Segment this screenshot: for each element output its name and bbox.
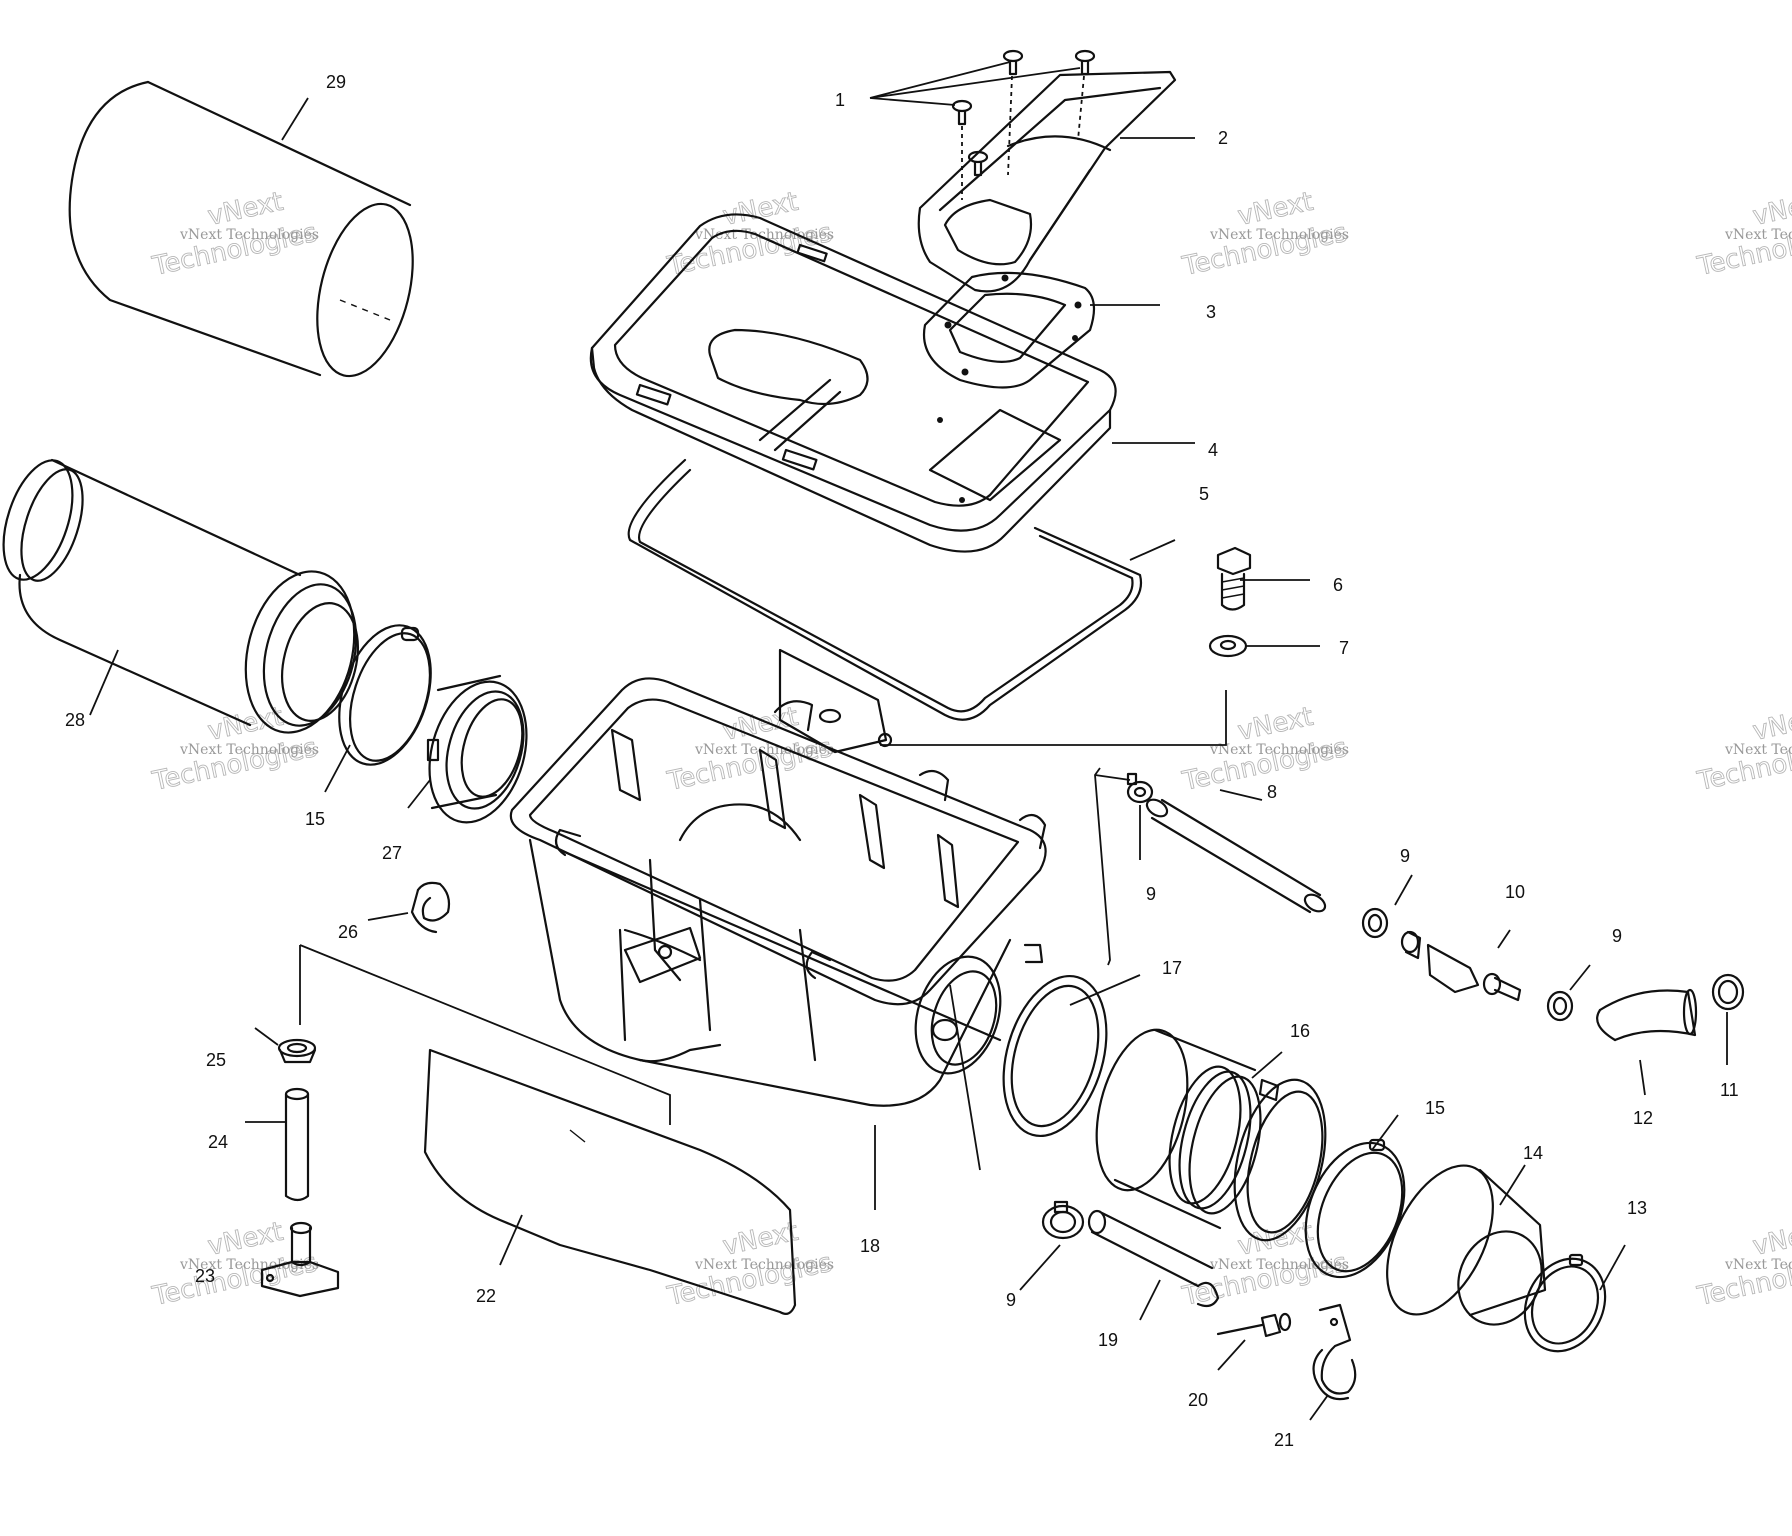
watermark-bottom-edge: vNext Technologies Technologies vNext xyxy=(1694,1216,1792,1312)
callout-13: 13 xyxy=(1627,1198,1647,1218)
callout-labels: 1 2 3 4 5 6 7 8 9 9 9 9 10 11 12 13 14 1… xyxy=(65,72,1739,1450)
callout-4: 4 xyxy=(1208,440,1218,460)
watermark-top-right: vNext Technologies Technologies vNext xyxy=(1179,186,1350,282)
part-17-o-ring xyxy=(1002,974,1108,1138)
watermark-top-center: vNext Technologies Technologies vNext xyxy=(664,186,835,282)
callout-23: 23 xyxy=(195,1266,215,1286)
callout-9-lower: 9 xyxy=(1006,1290,1016,1310)
part-20-rivet xyxy=(1216,1312,1292,1338)
part-9-clamp-b xyxy=(1361,907,1389,939)
watermark-text: vNext Technologies xyxy=(1724,742,1792,758)
watermark-text: vNext Technologies xyxy=(179,1257,319,1273)
watermark-text: vNext Technologies xyxy=(179,227,319,243)
callout-21: 21 xyxy=(1274,1430,1294,1450)
part-22-splash-panel xyxy=(423,1048,797,1315)
part-4-airbox-lid xyxy=(589,213,1117,553)
part-18-airbox-body xyxy=(509,648,1047,1107)
watermark-text: vNext xyxy=(205,702,286,747)
callout-25: 25 xyxy=(206,1050,226,1070)
callout-20: 20 xyxy=(1188,1390,1208,1410)
leader-lines xyxy=(89,61,1728,1421)
part-15-clamp-upper xyxy=(338,624,432,766)
part-6-bolt xyxy=(1216,546,1252,611)
callout-22: 22 xyxy=(476,1286,496,1306)
watermark-text: vNext xyxy=(720,187,801,232)
watermark-text: vNext xyxy=(205,1217,286,1262)
watermark-text: vNext xyxy=(1750,702,1792,747)
callout-8: 8 xyxy=(1267,782,1277,802)
callout-10: 10 xyxy=(1505,882,1525,902)
callout-16: 16 xyxy=(1290,1021,1310,1041)
part-9-clamp-c xyxy=(1546,990,1574,1022)
part-13-boot-clamp xyxy=(1523,1253,1607,1353)
part-3-duct-gasket xyxy=(922,271,1096,389)
part-7-washer xyxy=(1208,634,1248,658)
callout-9-upper-left: 9 xyxy=(1146,884,1156,904)
part-23-drain-fitting xyxy=(260,1221,340,1298)
callout-9-upper-right: 9 xyxy=(1612,926,1622,946)
callout-3: 3 xyxy=(1206,302,1216,322)
part-19-tube xyxy=(1087,1209,1220,1308)
callout-12: 12 xyxy=(1633,1108,1653,1128)
callout-1: 1 xyxy=(835,90,845,110)
part-5-lid-seal xyxy=(627,458,1143,721)
watermark-text: vNext xyxy=(205,187,286,232)
watermark-text: vNext Technologies xyxy=(1724,227,1792,243)
part-8-breather-hose xyxy=(1145,798,1327,914)
callout-2: 2 xyxy=(1218,128,1228,148)
callout-27: 27 xyxy=(382,843,402,863)
part-11-hose-clamp xyxy=(1711,973,1745,1011)
callout-18: 18 xyxy=(860,1236,880,1256)
watermark-text: vNext xyxy=(720,1217,801,1262)
watermark-text: vNext xyxy=(1235,187,1316,232)
callout-29: 29 xyxy=(326,72,346,92)
callout-19: 19 xyxy=(1098,1330,1118,1350)
callout-11: 11 xyxy=(1720,1080,1739,1100)
watermark-text: vNext Technologies xyxy=(1724,1257,1792,1273)
screw-icon xyxy=(1074,49,1096,76)
watermark-text: vNext Technologies xyxy=(1209,227,1349,243)
part-16-intake-boot xyxy=(1095,1028,1327,1242)
part-21-p-clip xyxy=(1312,1303,1357,1401)
callout-9-upper-mid: 9 xyxy=(1400,846,1410,866)
watermark-top-left: vNext Technologies Technologies vNext xyxy=(149,186,320,282)
watermark-text: vNext Technologies xyxy=(694,1257,834,1273)
part-9-clamp-d xyxy=(1041,1200,1085,1240)
callout-5: 5 xyxy=(1199,484,1209,504)
part-28-air-filter xyxy=(2,458,359,734)
watermark-text: vNext xyxy=(1235,702,1316,747)
callout-15-left: 15 xyxy=(305,809,325,829)
watermark-mid-edge: vNext Technologies Technologies vNext xyxy=(1694,701,1792,797)
watermark-mid-left: vNext Technologies Technologies vNext xyxy=(149,701,320,797)
part-12-drain-hose xyxy=(1596,988,1698,1042)
part-25-drain-clamp xyxy=(277,1038,317,1064)
watermark-bottom-center: vNext Technologies Technologies vNext xyxy=(664,1216,835,1312)
watermark-text: vNext Technologies xyxy=(179,742,319,758)
callout-15-right: 15 xyxy=(1425,1098,1445,1118)
watermark-top-edge: vNext Technologies Technologies vNext xyxy=(1694,186,1792,282)
callout-7: 7 xyxy=(1339,638,1349,658)
callout-14: 14 xyxy=(1523,1143,1543,1163)
screw-icon xyxy=(1002,49,1024,76)
part-1-screws xyxy=(951,49,1096,200)
watermark-text: vNext xyxy=(1750,187,1792,232)
part-26-clip xyxy=(410,881,451,934)
watermark-mid-right: vNext Technologies Technologies vNext xyxy=(1179,701,1350,797)
callout-24: 24 xyxy=(208,1132,228,1152)
callout-28: 28 xyxy=(65,710,85,730)
part-27-filter-adapter xyxy=(426,674,528,824)
watermark-text: vNext Technologies xyxy=(1209,742,1349,758)
part-14-boot xyxy=(1386,1164,1547,1326)
part-9-clamp-a xyxy=(1126,772,1154,804)
screw-icon xyxy=(951,99,973,126)
part-29-foam-sleeve xyxy=(68,80,414,378)
callout-26: 26 xyxy=(338,922,358,942)
callout-17: 17 xyxy=(1162,958,1182,978)
part-24-drain-tube xyxy=(284,1087,310,1202)
part-10-check-valve xyxy=(1400,930,1522,1002)
part-2-intake-duct xyxy=(917,70,1177,293)
callout-6: 6 xyxy=(1333,575,1343,595)
watermark-text: vNext xyxy=(1750,1217,1792,1262)
